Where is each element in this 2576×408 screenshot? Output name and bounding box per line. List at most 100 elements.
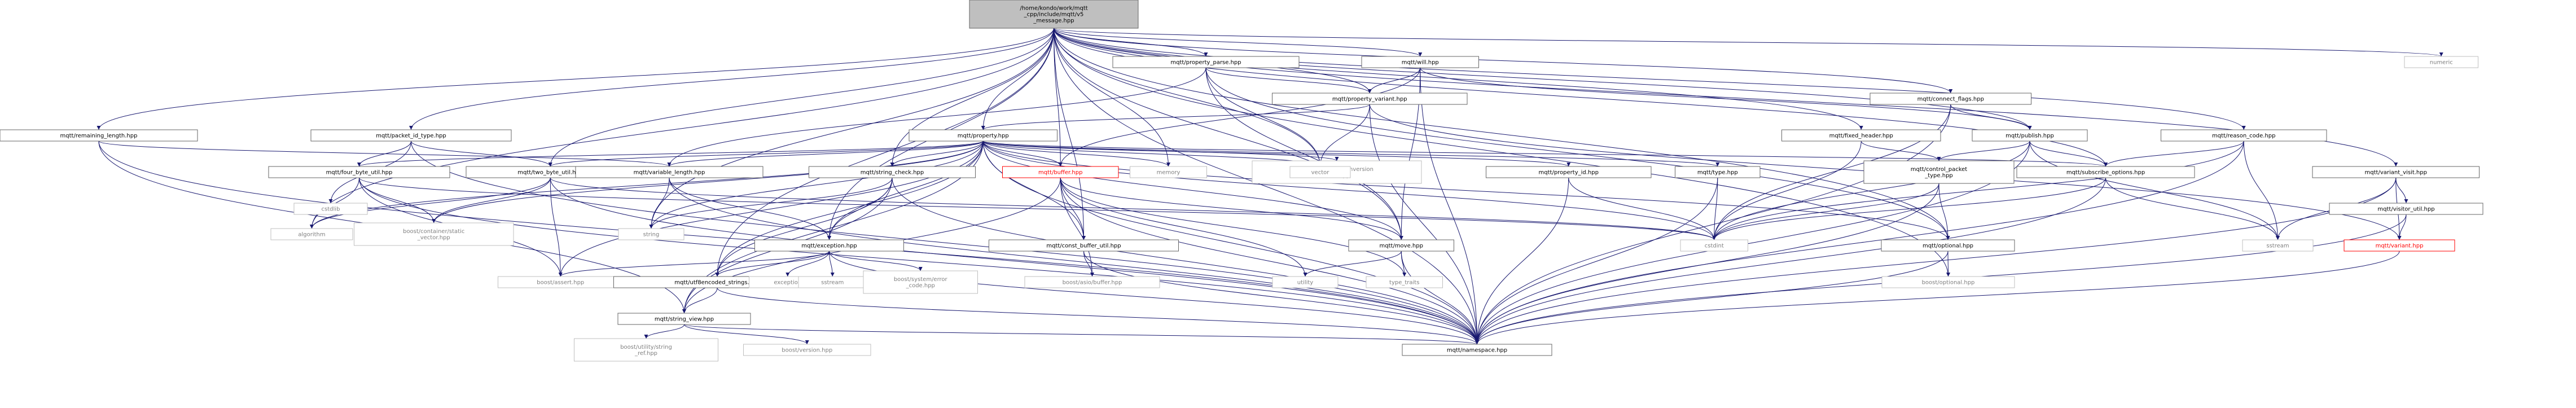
node-label-buffer: mqtt/buffer.hpp	[1038, 170, 1082, 176]
node-box-move	[1348, 239, 1454, 252]
node-control_packet_type[interactable]: mqtt/control_packet_type.hpp	[1863, 160, 2015, 184]
node-box-system_error_code	[863, 270, 978, 294]
node-reason_code[interactable]: mqtt/reason_code.hpp	[2161, 129, 2327, 142]
node-vector[interactable]: vector	[1289, 166, 1351, 178]
node-fixed_header[interactable]: mqtt/fixed_header.hpp	[1781, 129, 1941, 142]
edge-exception_hpp-to-sstream_bottom	[829, 251, 835, 277]
edge-two_byte_util-to-algorithm	[310, 177, 551, 229]
node-utility[interactable]: utility	[1272, 276, 1339, 288]
node-static_vector[interactable]: boost/container/static_vector.hpp	[354, 222, 514, 246]
node-box-variant_visit	[2312, 166, 2480, 178]
node-string_view[interactable]: mqtt/string_view.hpp	[617, 313, 751, 325]
edge-property-to-utf8encoded_strings	[715, 141, 984, 277]
node-remaining_length[interactable]: mqtt/remaining_length.hpp	[0, 129, 198, 142]
edge-publish-to-control_packet_type	[1937, 141, 2030, 161]
node-variant[interactable]: mqtt/variant.hpp	[2344, 239, 2455, 252]
node-box-will	[1361, 56, 1479, 68]
node-box-fixed_header	[1781, 129, 1941, 142]
node-const_buffer_util[interactable]: mqtt/const_buffer_util.hpp	[989, 239, 1179, 252]
node-optional[interactable]: mqtt/optional.hpp	[1881, 239, 2015, 252]
node-string[interactable]: string	[618, 228, 684, 240]
edge-control_packet_type-to-optional	[1938, 183, 1950, 240]
node-label-exception_std: exception	[774, 280, 801, 286]
node-algorithm[interactable]: algorithm	[270, 228, 353, 240]
edge-root-to-boost_optional	[1054, 28, 1950, 277]
edge-string_view-to-boost_version	[684, 324, 809, 345]
node-label-packet_id_type: mqtt/packet_id_type.hpp	[376, 133, 446, 139]
node-sstream_top[interactable]: sstream	[2242, 239, 2314, 252]
node-namespace[interactable]: mqtt/namespace.hpp	[1402, 344, 1552, 356]
node-label-boost_version: boost/version.hpp	[782, 348, 832, 354]
node-boost_version[interactable]: boost/version.hpp	[743, 344, 871, 356]
edge-root-to-vector	[1054, 28, 1322, 167]
edge-packet_id_type-to-four_byte_util	[357, 141, 411, 167]
edge-connect_flags-to-namespace	[1475, 104, 1951, 345]
node-variant_visit[interactable]: mqtt/variant_visit.hpp	[2312, 166, 2480, 178]
node-cstdlib[interactable]: cstdlib	[293, 203, 368, 215]
node-label-variant: mqtt/variant.hpp	[2376, 243, 2424, 249]
node-exception_hpp[interactable]: mqtt/exception.hpp	[754, 239, 904, 252]
node-box-visitor_util	[2329, 203, 2483, 215]
node-box-asio_buffer	[1024, 276, 1160, 288]
edge-root-to-will	[1054, 28, 1423, 57]
node-type_traits[interactable]: type_traits	[1366, 276, 1443, 288]
node-connect_flags[interactable]: mqtt/connect_flags.hpp	[1870, 93, 2031, 105]
node-buffer[interactable]: mqtt/buffer.hpp	[1002, 166, 1119, 178]
edge-layer	[96, 28, 2443, 345]
edge-buffer-to-const_buffer_util	[1060, 177, 1086, 240]
node-label-boost_assert: boost/assert.hpp	[537, 280, 584, 286]
node-property_parse[interactable]: mqtt/property_parse.hpp	[1112, 56, 1300, 68]
node-system_error_code[interactable]: boost/system/error_code.hpp	[863, 270, 978, 294]
edge-exception_hpp-to-exception_std	[785, 251, 830, 277]
edge-property_parse-to-property_variant	[1205, 67, 1372, 94]
edge-root-to-fixed_header	[1054, 28, 1863, 130]
node-memory[interactable]: memory	[1130, 166, 1207, 178]
edge-property-to-cstdint	[982, 141, 1717, 240]
node-cstdint[interactable]: cstdint	[1680, 239, 1748, 252]
node-label-boost_optional: boost/optional.hpp	[1922, 280, 1975, 286]
node-label-vector: vector	[1311, 170, 1330, 176]
node-label-variable_length: mqtt/variable_length.hpp	[634, 170, 705, 176]
node-box-const_buffer_util	[989, 239, 1179, 252]
edge-two_byte_util-to-static_vector	[432, 177, 551, 223]
node-property_id[interactable]: mqtt/property_id.hpp	[1486, 166, 1652, 178]
node-boost_assert[interactable]: boost/assert.hpp	[498, 276, 624, 288]
edge-root-to-algorithm	[310, 28, 1054, 229]
node-root[interactable]: /home/kondo/work/mqtt_cpp/include/mqtt/v…	[969, 0, 1139, 29]
node-will[interactable]: mqtt/will.hpp	[1361, 56, 1479, 68]
node-variable_length[interactable]: mqtt/variable_length.hpp	[575, 166, 763, 178]
node-visitor_util[interactable]: mqtt/visitor_util.hpp	[2329, 203, 2483, 215]
node-label-will: mqtt/will.hpp	[1402, 60, 1439, 66]
edge-root-to-const_buffer_util	[1054, 28, 1086, 240]
edge-type-to-cstdint	[1712, 177, 1718, 240]
node-asio_buffer[interactable]: boost/asio/buffer.hpp	[1024, 276, 1160, 288]
node-subscribe_options[interactable]: mqtt/subscribe_options.hpp	[2016, 166, 2195, 178]
node-four_byte_util[interactable]: mqtt/four_byte_util.hpp	[268, 166, 450, 178]
edge-property_parse-to-move	[1205, 67, 1403, 240]
node-packet_id_type[interactable]: mqtt/packet_id_type.hpp	[310, 129, 512, 142]
edge-two_byte_util-to-cstdint	[550, 177, 1716, 240]
node-box-algorithm	[270, 228, 353, 240]
edge-property-to-four_byte_util	[357, 141, 984, 167]
edge-root-to-variant_visit	[1054, 28, 2398, 167]
edge-root-to-numeric	[1054, 28, 2443, 57]
node-sstream_bottom[interactable]: sstream	[798, 276, 867, 288]
edge-root-to-memory	[1054, 28, 1170, 167]
node-label-control_packet_type: _type.hpp	[1924, 173, 1953, 179]
node-move[interactable]: mqtt/move.hpp	[1348, 239, 1454, 252]
node-boost_optional[interactable]: boost/optional.hpp	[1881, 276, 2015, 288]
node-box-property	[909, 129, 1057, 142]
node-box-variable_length	[575, 166, 763, 178]
node-publish[interactable]: mqtt/publish.hpp	[1972, 129, 2088, 142]
node-label-property_id: mqtt/property_id.hpp	[1539, 170, 1599, 176]
node-utility_string_ref[interactable]: boost/utility/string_ref.hpp	[574, 338, 718, 362]
node-property[interactable]: mqtt/property.hpp	[909, 129, 1057, 142]
node-label-connect_flags: mqtt/connect_flags.hpp	[1917, 96, 1984, 103]
node-string_check[interactable]: mqtt/string_check.hpp	[809, 166, 976, 178]
node-property_variant[interactable]: mqtt/property_variant.hpp	[1272, 93, 1468, 105]
node-type[interactable]: mqtt/type.hpp	[1675, 166, 1761, 178]
node-label-algorithm: algorithm	[298, 232, 325, 238]
edge-two_byte_util-to-boost_assert	[550, 177, 563, 277]
edge-root-to-publish	[1054, 28, 2032, 130]
node-numeric[interactable]: numeric	[2404, 56, 2478, 68]
